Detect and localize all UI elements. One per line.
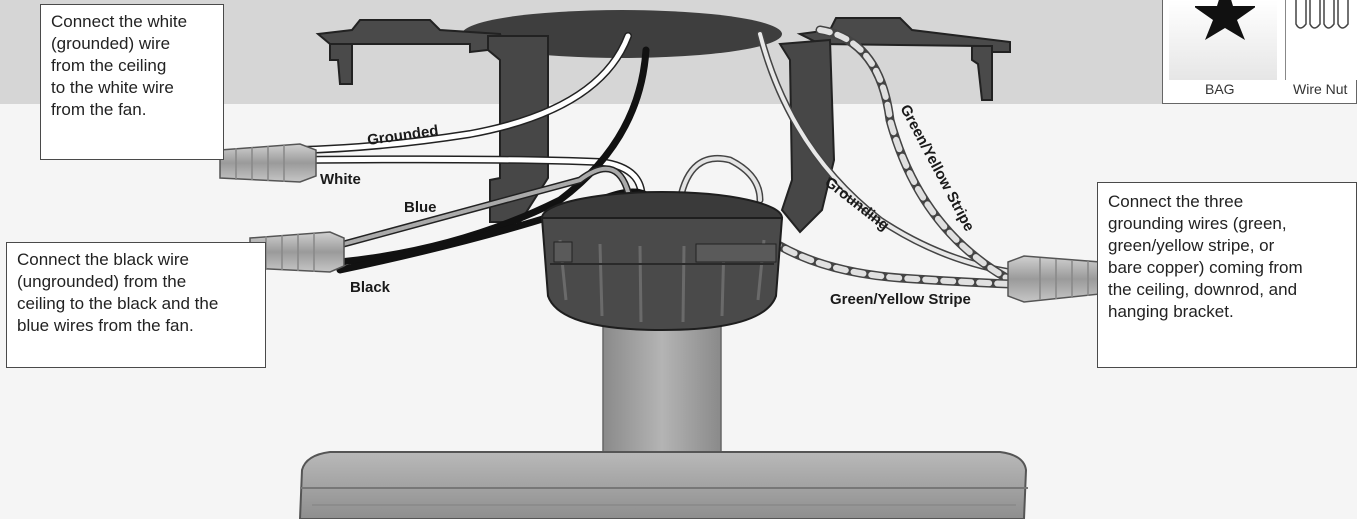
bag-label: BAG <box>1205 81 1235 97</box>
callout-line: (ungrounded) from the <box>17 272 187 291</box>
callout-black-wire: Connect the black wire (ungrounded) from… <box>6 242 266 368</box>
callout-line: to the white wire <box>51 78 174 97</box>
wires <box>296 25 1015 289</box>
callout-line: Connect the white <box>51 12 188 31</box>
callout-line: green/yellow stripe, or <box>1108 236 1275 255</box>
callout-line: from the fan. <box>51 100 147 119</box>
downrod <box>602 321 722 463</box>
hanging-bracket-right <box>778 17 1011 234</box>
ball-joint <box>540 191 784 332</box>
callout-line: Connect the three <box>1108 192 1244 211</box>
callout-line: ceiling to the black and the <box>17 294 219 313</box>
wire-nut-label: Wire Nut <box>1293 81 1348 97</box>
callout-line: hanging bracket. <box>1108 302 1234 321</box>
callout-line: grounding wires (green, <box>1108 214 1287 233</box>
wire-nut-grounding <box>1007 255 1101 303</box>
wire-nut-white <box>219 143 317 183</box>
wire-nut-icon <box>1295 0 1349 29</box>
label-black: Black <box>350 279 391 296</box>
label-green-yellow-horizontal: Green/Yellow Stripe <box>830 291 971 308</box>
callout-line: blue wires from the fan. <box>17 316 194 335</box>
hanging-bracket-left <box>315 19 549 223</box>
star-icon <box>1195 0 1255 40</box>
callout-line: (grounded) wire <box>51 34 171 53</box>
wire-nut-swatch <box>1285 0 1357 80</box>
callout-line: from the ceiling <box>51 56 167 75</box>
parts-legend: BAG Wire Nut <box>1162 0 1357 104</box>
label-white: White <box>320 171 361 188</box>
callout-line: bare copper) coming from <box>1108 258 1303 277</box>
callout-grounding-wires: Connect the three grounding wires (green… <box>1097 182 1357 368</box>
callout-line: Connect the black wire <box>17 250 189 269</box>
callout-white-wire: Connect the white (grounded) wire from t… <box>40 4 224 160</box>
callout-line: the ceiling, downrod, and <box>1108 280 1298 299</box>
motor-housing <box>298 451 1028 519</box>
label-blue: Blue <box>404 199 437 216</box>
